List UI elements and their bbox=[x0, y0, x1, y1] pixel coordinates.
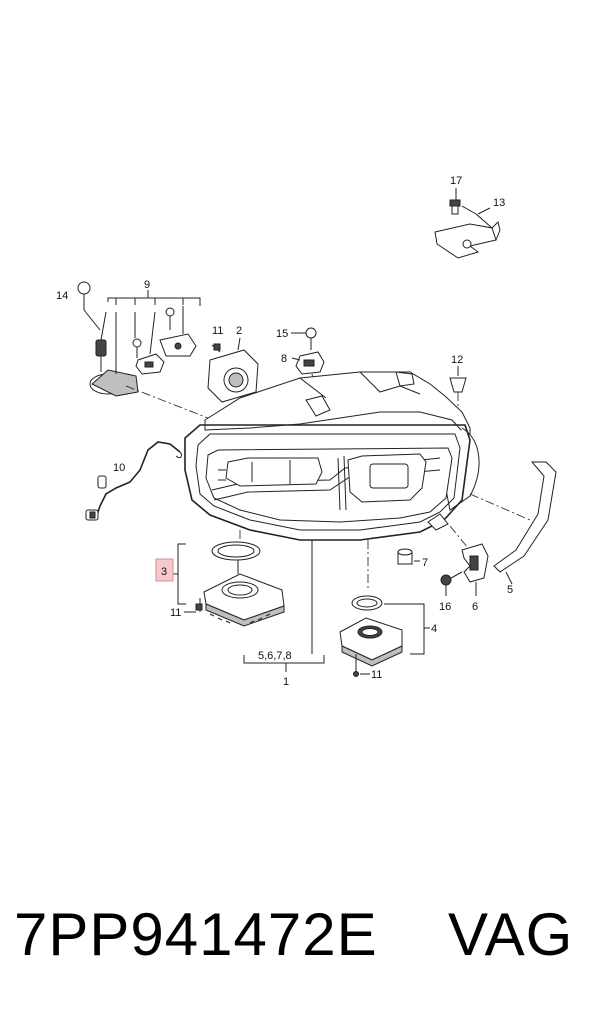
label-1[interactable]: 1 bbox=[283, 676, 289, 688]
ballast-4 bbox=[339, 595, 430, 677]
label-14[interactable]: 14 bbox=[56, 290, 68, 302]
label-15[interactable]: 15 bbox=[276, 328, 288, 340]
part-footer: 7PP941472E VAG bbox=[0, 900, 600, 970]
bolt-16 bbox=[440, 571, 463, 596]
label-5678[interactable]: 5,6,7,8 bbox=[258, 650, 292, 662]
label-9[interactable]: 9 bbox=[144, 279, 150, 291]
bracket-13-part bbox=[434, 207, 501, 259]
control-module-2 bbox=[207, 337, 269, 416]
label-5[interactable]: 5 bbox=[507, 584, 513, 596]
label-13[interactable]: 13 bbox=[493, 197, 505, 209]
label-10[interactable]: 10 bbox=[113, 462, 125, 474]
grommet-12 bbox=[449, 366, 467, 408]
wiring-harness-10 bbox=[85, 441, 183, 521]
label-11-bottom[interactable]: 11 bbox=[371, 669, 382, 681]
adjuster-assembly-9 bbox=[77, 281, 209, 419]
label-16[interactable]: 16 bbox=[439, 601, 451, 613]
part-3-highlight[interactable] bbox=[155, 558, 174, 582]
label-12[interactable]: 12 bbox=[451, 354, 463, 366]
label-3[interactable]: 3 bbox=[161, 566, 167, 578]
brand-name: VAG bbox=[448, 901, 574, 968]
cap-7 bbox=[397, 548, 420, 565]
label-7[interactable]: 7 bbox=[422, 557, 428, 569]
bracket-6 bbox=[449, 525, 489, 596]
part-number: 7PP941472E bbox=[14, 901, 378, 968]
label-4[interactable]: 4 bbox=[431, 623, 437, 635]
label-2[interactable]: 2 bbox=[236, 325, 242, 337]
label-8[interactable]: 8 bbox=[281, 353, 287, 365]
assembly-bracket-1 bbox=[243, 655, 325, 672]
label-17[interactable]: 17 bbox=[450, 175, 462, 187]
trim-strip-5 bbox=[469, 461, 557, 585]
bolt-17-part bbox=[449, 188, 477, 215]
ballast-3 bbox=[172, 541, 285, 627]
headlight-housing-1 bbox=[184, 371, 480, 654]
label-11-left[interactable]: 11 bbox=[170, 607, 181, 619]
callout-labels: 17 13 9 14 11 2 15 8 12 10 7 3 16 6 11 5… bbox=[56, 175, 513, 688]
label-6[interactable]: 6 bbox=[472, 601, 478, 613]
label-11-top[interactable]: 11 bbox=[212, 325, 223, 337]
